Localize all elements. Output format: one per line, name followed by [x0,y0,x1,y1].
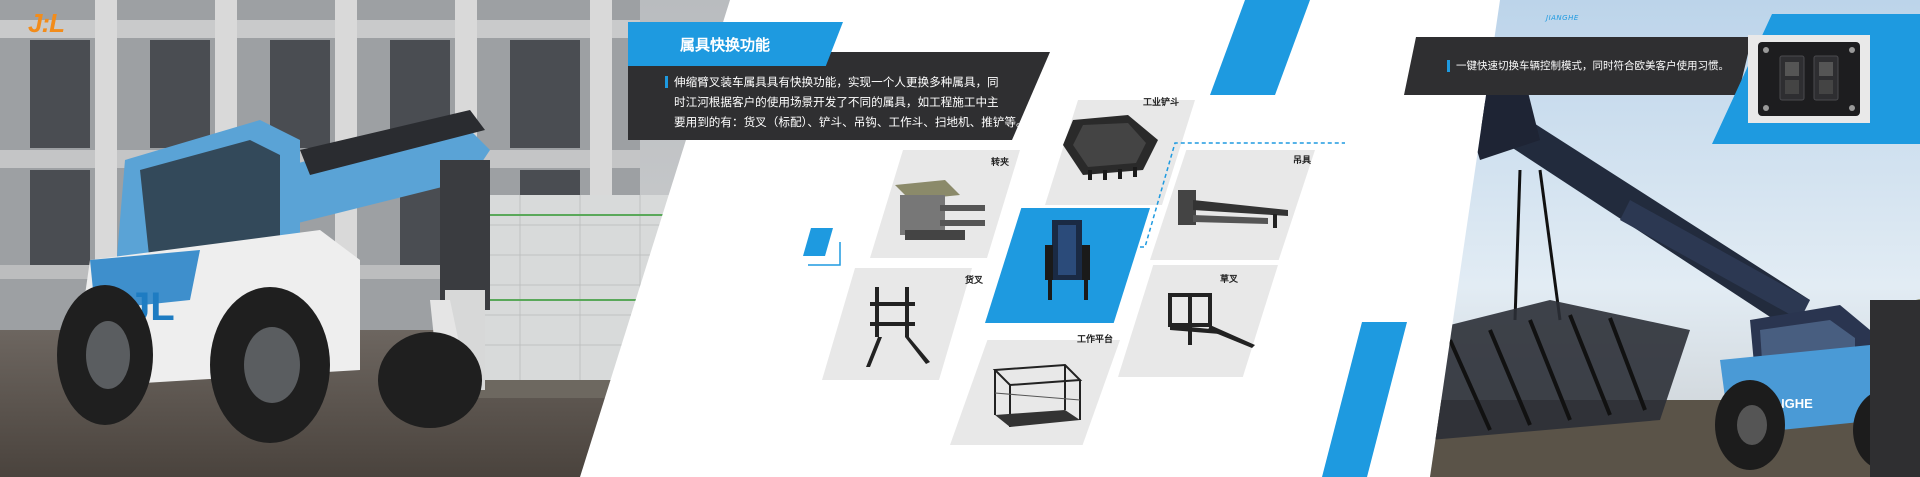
switch-panel-icon [1758,42,1860,116]
telehandler-vehicle: JL [57,110,490,443]
control-note-box [1404,37,1752,95]
tile-bucket-label: 工业铲斗 [1143,98,1180,108]
tile-platform-label: 工作平台 [1077,335,1114,345]
description-line-2: 时江河根据客户的使用场景开发了不同的属具，如工程施工中主 [674,95,999,109]
tile-clamp-label: 转夹 [991,158,1010,168]
control-note-text: 一键快速切换车辆控制模式，同时符合欧美客户使用习惯。 [1456,60,1729,72]
pallet-fork-icon [866,287,930,367]
tile-grapple-label: 草叉 [1220,275,1239,285]
brand-logo-text: J:L [28,8,65,38]
connector-dashed-line [1102,142,1345,250]
description-bar [665,76,668,88]
work-platform-icon [992,363,1083,427]
description-line-3: 要用到的有：货叉（标配）、铲斗、吊钩、工作斗、扫地机、推铲等。 [674,115,1028,129]
brand-logo: J:L [28,8,65,39]
industrial-bucket-icon [1063,115,1158,180]
dark-accent-right [1870,300,1920,477]
grapple-fork-icon [1168,293,1255,348]
description-text: 伸缩臂叉装车属具具有快换功能，实现一个人更换多种属具，同 时江河根据客户的使用场… [665,72,1044,132]
clamp-attachment-icon [895,180,985,240]
watermark-text: JIANGHE [1546,14,1579,22]
description-line-1: 伸缩臂叉装车属具具有快换功能，实现一个人更换多种属具，同 [674,75,999,89]
control-note-bar [1447,60,1450,72]
tile-fork-label: 货叉 [965,276,984,286]
connector-line-left [808,242,841,266]
section-title: 属具快换功能 [680,35,771,54]
tile-hook-label: 吊具 [1293,156,1312,166]
description-box [628,52,1050,140]
hook-jib-icon [1178,190,1288,228]
section-title-box: 属具快换功能 [628,22,843,66]
quick-coupler-icon [1045,220,1090,300]
